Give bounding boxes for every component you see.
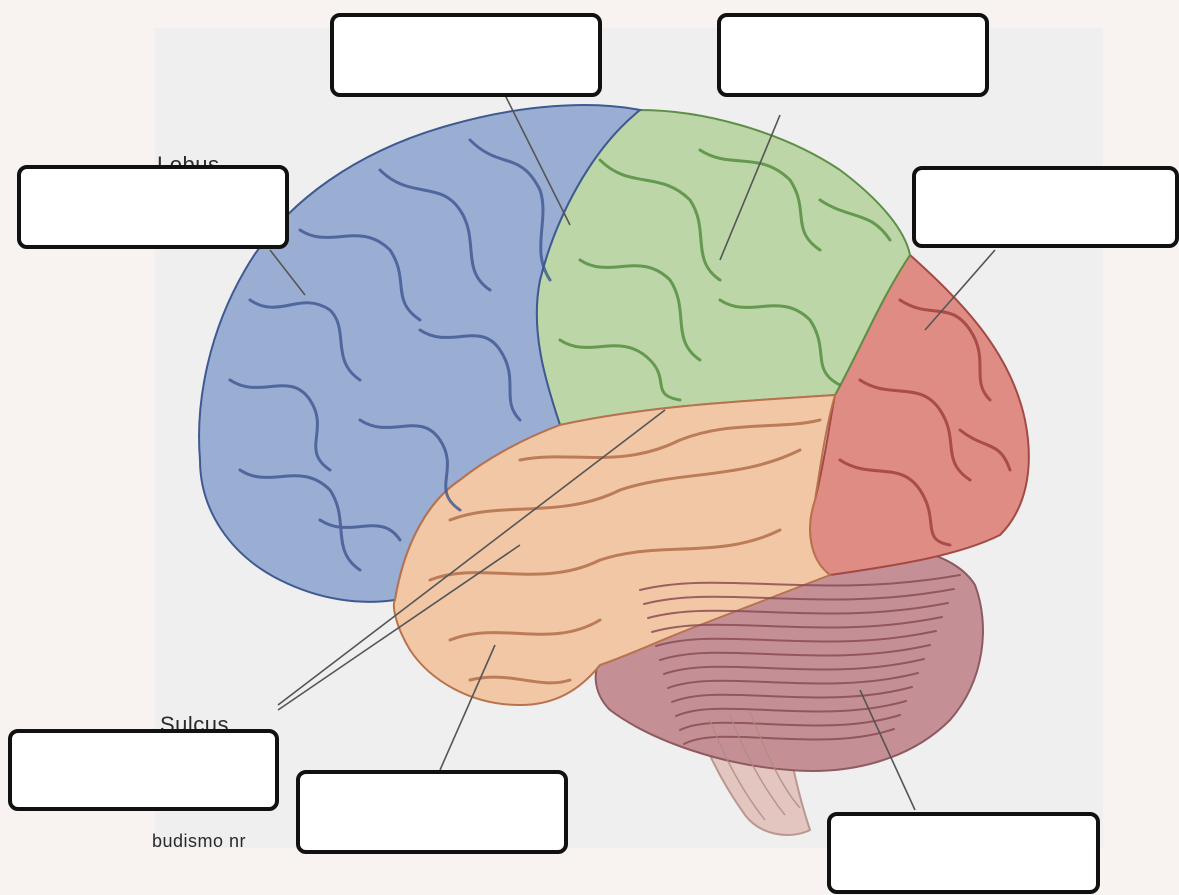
label-box-bottom-left[interactable] [8,729,279,811]
label-box-bottom-center[interactable] [296,770,568,854]
label-box-right[interactable] [912,166,1179,248]
label-box-top-center[interactable] [330,13,602,97]
label-box-top-left[interactable] [17,165,289,249]
label-box-bottom-right[interactable] [827,812,1100,894]
label-box-top-right[interactable] [717,13,989,97]
